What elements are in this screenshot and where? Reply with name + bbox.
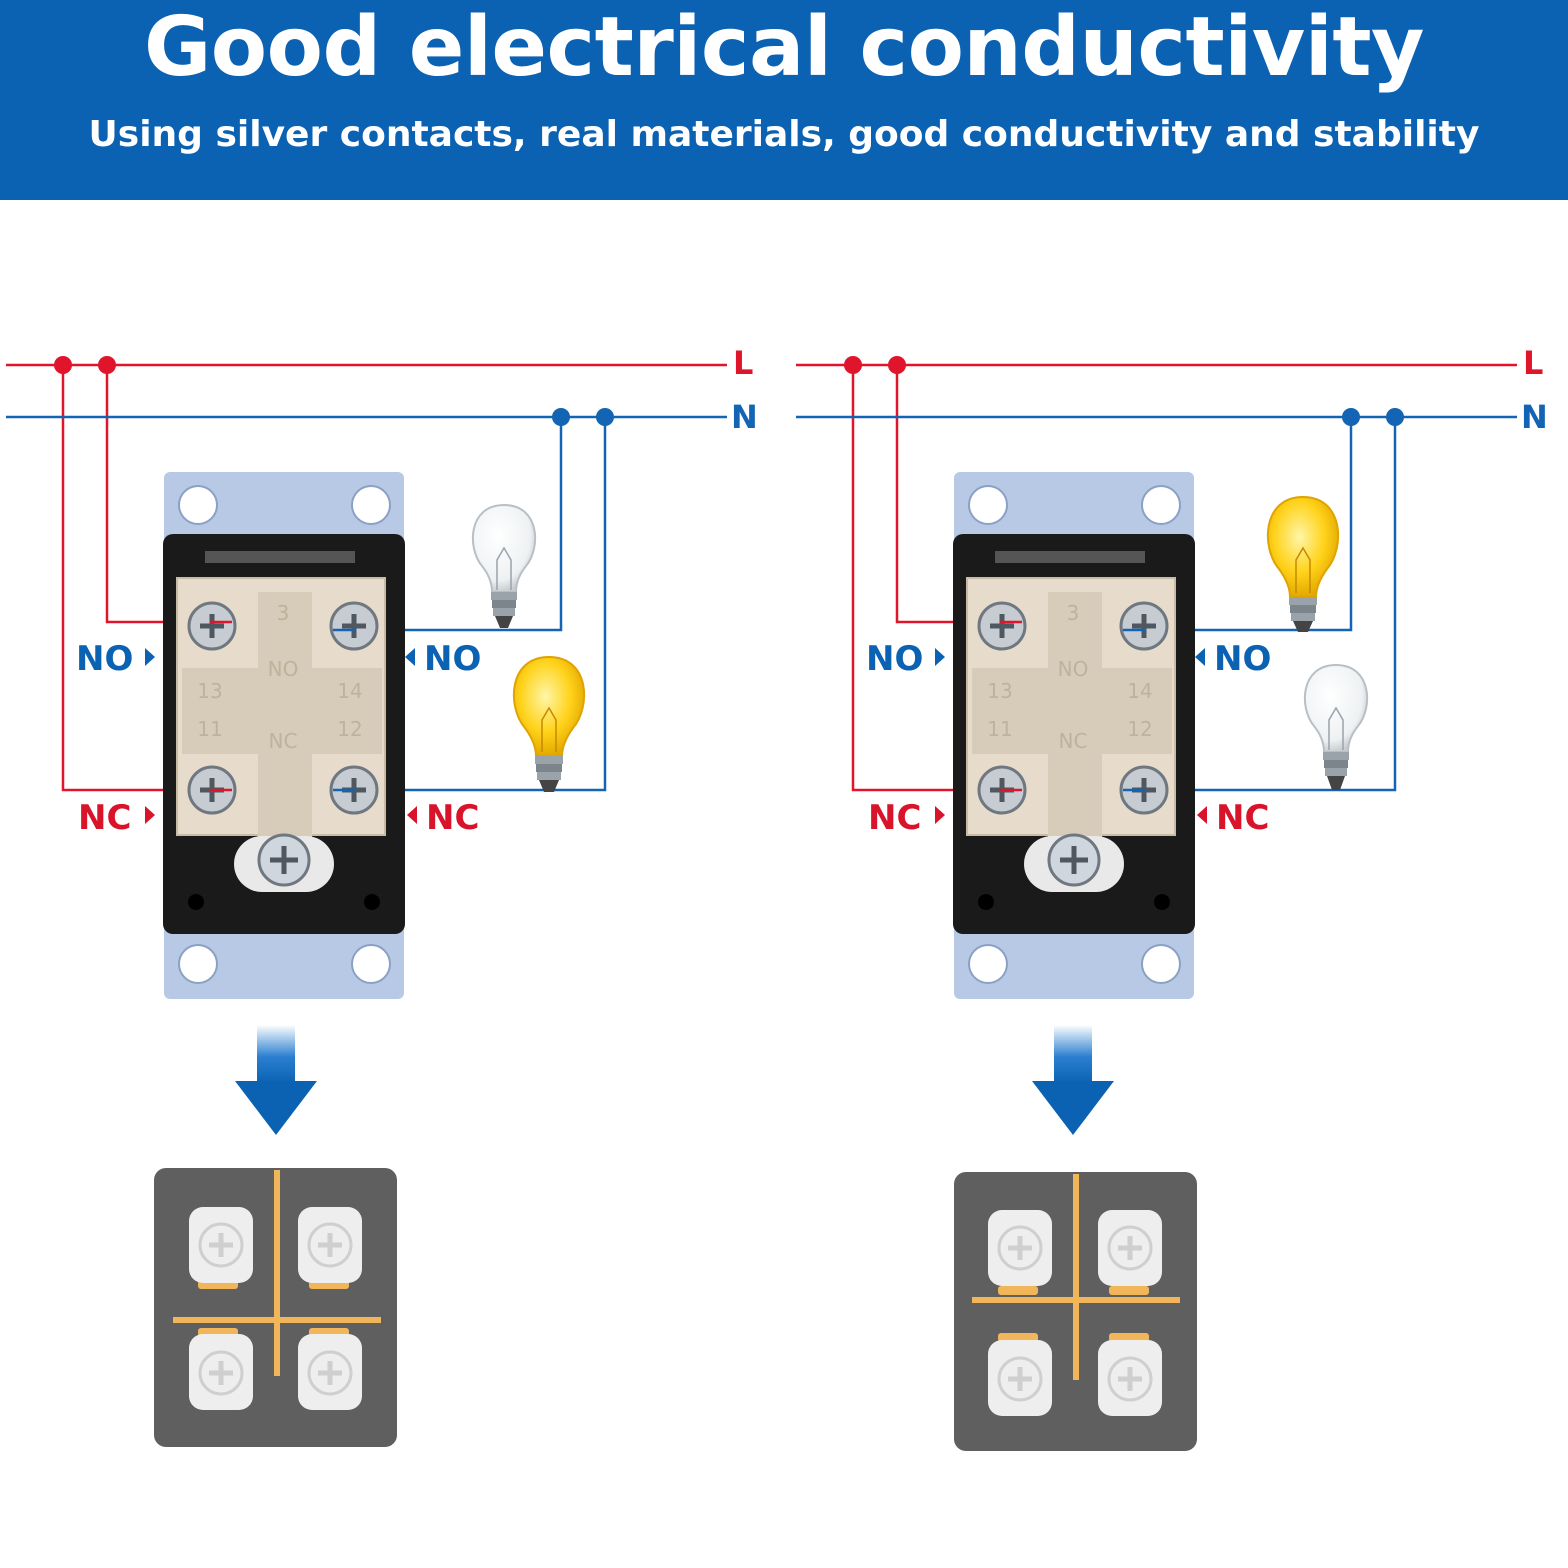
arrow-left-icon	[407, 806, 417, 824]
nc-label-left: NC	[868, 798, 921, 838]
contact-screw-icon	[988, 1210, 1052, 1286]
neutral-label: N	[731, 398, 758, 436]
panel-left: L N 3 NO NC 13 14 11 12	[6, 344, 758, 1447]
no-label-right: NO	[424, 639, 481, 679]
live-junction-dot	[844, 356, 862, 374]
neutral-junction-dot	[552, 408, 570, 426]
contact-detail-left	[154, 1168, 397, 1447]
ground-screw-icon	[1047, 833, 1101, 887]
contact-screw-icon	[1098, 1210, 1162, 1286]
switch-marking-14: 14	[337, 679, 362, 703]
arrow-right-icon	[145, 648, 155, 666]
terminal-screw-icon	[1119, 601, 1169, 651]
switch-marking-nc: NC	[1059, 729, 1088, 753]
neutral-junction-dot	[596, 408, 614, 426]
arrow-left-icon	[405, 648, 415, 666]
neutral-junction-dot	[1342, 408, 1360, 426]
terminal-screw-icon	[187, 601, 237, 651]
switch-marking-14: 14	[1127, 679, 1152, 703]
contact-screw-icon	[298, 1334, 362, 1410]
contact-screw-icon	[189, 1207, 253, 1283]
live-junction-dot	[888, 356, 906, 374]
switch-marking-11: 11	[987, 717, 1012, 741]
connection-overlay-left	[210, 620, 355, 792]
arrow-right-icon	[145, 806, 155, 824]
header-banner: Good electrical conductivity Using silve…	[0, 0, 1568, 200]
live-junction-dot	[54, 356, 72, 374]
arrow-left-icon	[1195, 648, 1205, 666]
live-junction-dot	[98, 356, 116, 374]
switch-marking-12: 12	[337, 717, 362, 741]
switch-marking-top: 3	[277, 601, 290, 625]
switch-marking-no: NO	[1058, 657, 1089, 681]
live-label: L	[1523, 344, 1543, 382]
limit-switch-left: 3 NO NC 13 14 11 12	[163, 472, 405, 999]
no-label-right: NO	[1214, 639, 1271, 679]
switch-marking-no: NO	[268, 657, 299, 681]
terminal-screw-icon	[1119, 765, 1169, 815]
switch-marking-12: 12	[1127, 717, 1152, 741]
light-bulb-on-icon	[512, 655, 586, 792]
connection-overlay-right	[1000, 620, 1145, 792]
switch-marking-nc: NC	[269, 729, 298, 753]
contact-screw-icon	[988, 1340, 1052, 1416]
page-subtitle: Using silver contacts, real materials, g…	[88, 114, 1480, 155]
switch-marking-11: 11	[197, 717, 222, 741]
live-label: L	[733, 344, 753, 382]
neutral-wire-right	[796, 408, 1517, 792]
switch-marking-13: 13	[197, 679, 222, 703]
panel-right: L N 3 NO NC 13 14 11 12	[796, 344, 1548, 1451]
arrow-left-icon	[1197, 806, 1207, 824]
page-title: Good electrical conductivity	[143, 0, 1425, 95]
light-bulb-off-icon	[471, 503, 537, 628]
neutral-junction-dot	[1386, 408, 1404, 426]
contact-screw-icon	[189, 1334, 253, 1410]
arrow-right-icon	[935, 806, 945, 824]
neutral-label: N	[1521, 398, 1548, 436]
terminal-screw-icon	[329, 601, 379, 651]
contact-screw-icon	[298, 1207, 362, 1283]
switch-marking-top: 3	[1067, 601, 1080, 625]
limit-switch-right: 3 NO NC 13 14 11 12	[953, 472, 1195, 999]
switch-marking-13: 13	[987, 679, 1012, 703]
nc-label-right: NC	[1216, 798, 1269, 838]
contact-detail-right	[954, 1172, 1197, 1451]
no-label-left: NO	[866, 639, 923, 679]
contact-screw-icon	[1098, 1340, 1162, 1416]
nc-label-right: NC	[426, 798, 479, 838]
terminal-screw-icon	[977, 601, 1027, 651]
ground-screw-icon	[257, 833, 311, 887]
neutral-wire-left	[6, 408, 727, 792]
light-bulb-on-icon	[1266, 495, 1340, 632]
down-arrow-icon	[235, 1025, 317, 1135]
arrow-right-icon	[935, 648, 945, 666]
down-arrow-icon	[1032, 1025, 1114, 1135]
nc-label-left: NC	[78, 798, 131, 838]
light-bulb-off-icon	[1303, 663, 1369, 790]
no-label-left: NO	[76, 639, 133, 679]
